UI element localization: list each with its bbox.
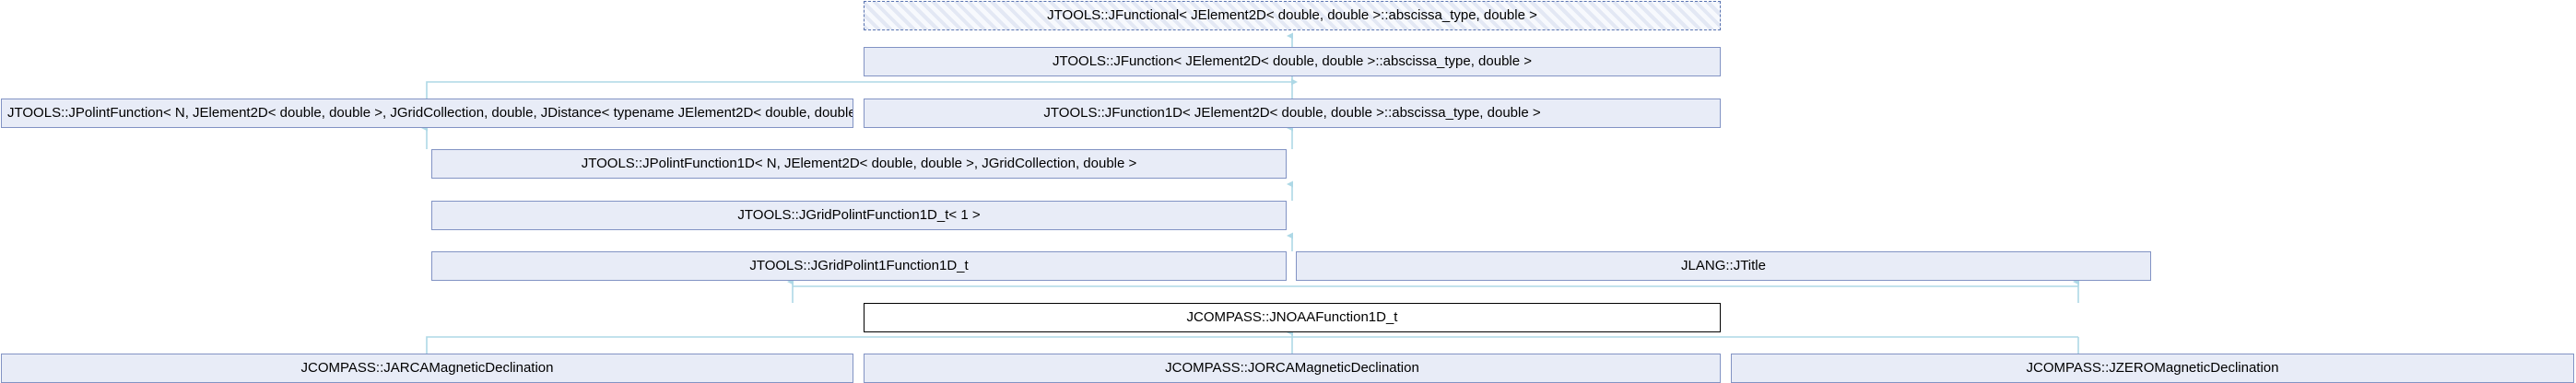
class-node-jfunctional[interactable]: JTOOLS::JFunctional< JElement2D< double,… [864, 1, 1721, 30]
class-node-jpolintfunction[interactable]: JTOOLS::JPolintFunction< N, JElement2D< … [1, 99, 853, 128]
edge-n3-to-n2 [426, 81, 1292, 99]
class-node-jorcamagneticdeclination[interactable]: JCOMPASS::JORCAMagneticDeclination [864, 354, 1721, 383]
class-node-label: JTOOLS::JFunction1D< JElement2D< double,… [1043, 105, 1541, 121]
class-node-label: JTOOLS::JFunction< JElement2D< double, d… [1052, 53, 1533, 69]
class-node-label: JCOMPASS::JNOAAFunction1D_t [1186, 309, 1398, 325]
class-node-label: JTOOLS::JFunctional< JElement2D< double,… [1047, 7, 1537, 23]
class-node-label: JTOOLS::JGridPolintFunction1D_t< 1 > [737, 207, 981, 223]
class-node-jarcamagneticdeclination[interactable]: JCOMPASS::JARCAMagneticDeclination [1, 354, 853, 383]
class-node-label: JLANG::JTitle [1681, 258, 1766, 273]
class-node-label: JTOOLS::JPolintFunction< N, JElement2D< … [7, 105, 853, 121]
class-node-label: JCOMPASS::JORCAMagneticDeclination [1165, 360, 1419, 376]
class-node-label: JTOOLS::JPolintFunction1D< N, JElement2D… [581, 156, 1137, 171]
class-node-jpolintfunction1d[interactable]: JTOOLS::JPolintFunction1D< N, JElement2D… [431, 149, 1287, 179]
class-node-label: JCOMPASS::JZEROMagneticDeclination [2026, 360, 2279, 376]
class-node-jfunction[interactable]: JTOOLS::JFunction< JElement2D< double, d… [864, 47, 1721, 76]
edge-n9-bus-right [793, 285, 2079, 303]
class-node-label: JTOOLS::JGridPolint1Function1D_t [749, 258, 969, 273]
edge-children-bus [426, 336, 2078, 354]
class-node-jnoaafunction1d-t[interactable]: JCOMPASS::JNOAAFunction1D_t [864, 303, 1721, 332]
class-node-label: JCOMPASS::JARCAMagneticDeclination [300, 360, 554, 376]
class-node-jfunction1d[interactable]: JTOOLS::JFunction1D< JElement2D< double,… [864, 99, 1721, 128]
class-node-jgridpolint1function1d-t[interactable]: JTOOLS::JGridPolint1Function1D_t [431, 251, 1287, 281]
class-node-jzeromagneticdeclination[interactable]: JCOMPASS::JZEROMagneticDeclination [1731, 354, 2574, 383]
class-node-jgridpolintfunction1d-t[interactable]: JTOOLS::JGridPolintFunction1D_t< 1 > [431, 201, 1287, 230]
class-node-jtitle[interactable]: JLANG::JTitle [1296, 251, 2151, 281]
